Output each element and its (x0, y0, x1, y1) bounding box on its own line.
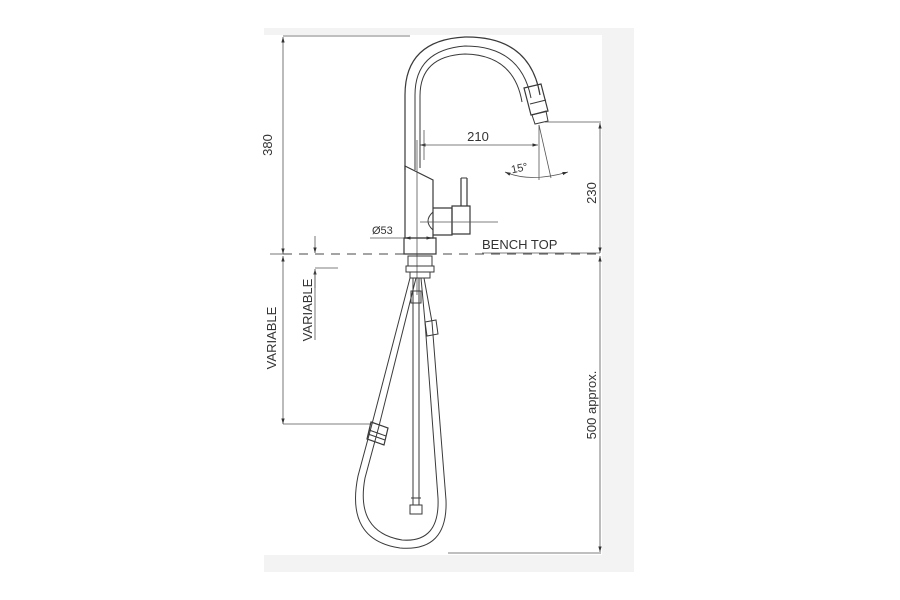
bench-top-label: BENCH TOP (482, 237, 557, 252)
dim-500: 500 approx. (448, 256, 602, 554)
hoses (355, 277, 447, 549)
variable-label-outer: VARIABLE (264, 306, 279, 369)
bench-top-line: BENCH TOP (270, 237, 600, 255)
dim-380-label: 380 (260, 134, 275, 156)
dim-diameter-label: Ø53 (372, 225, 393, 237)
dim-bench-thickness: VARIABLE (300, 236, 338, 341)
dim-210: 210 (420, 129, 538, 160)
dim-15-degree: 15° (504, 124, 569, 180)
dim-15-label: 15° (510, 161, 529, 176)
dim-380: 380 (260, 35, 410, 254)
dim-hose-weight: VARIABLE (264, 256, 372, 425)
variable-label-inner: VARIABLE (300, 278, 315, 341)
dim-210-label: 210 (467, 129, 489, 144)
dim-diameter: Ø53 (370, 225, 432, 240)
dim-500-label: 500 approx. (584, 371, 599, 440)
dim-230: 230 (545, 121, 602, 253)
dim-230-label: 230 (584, 182, 599, 204)
